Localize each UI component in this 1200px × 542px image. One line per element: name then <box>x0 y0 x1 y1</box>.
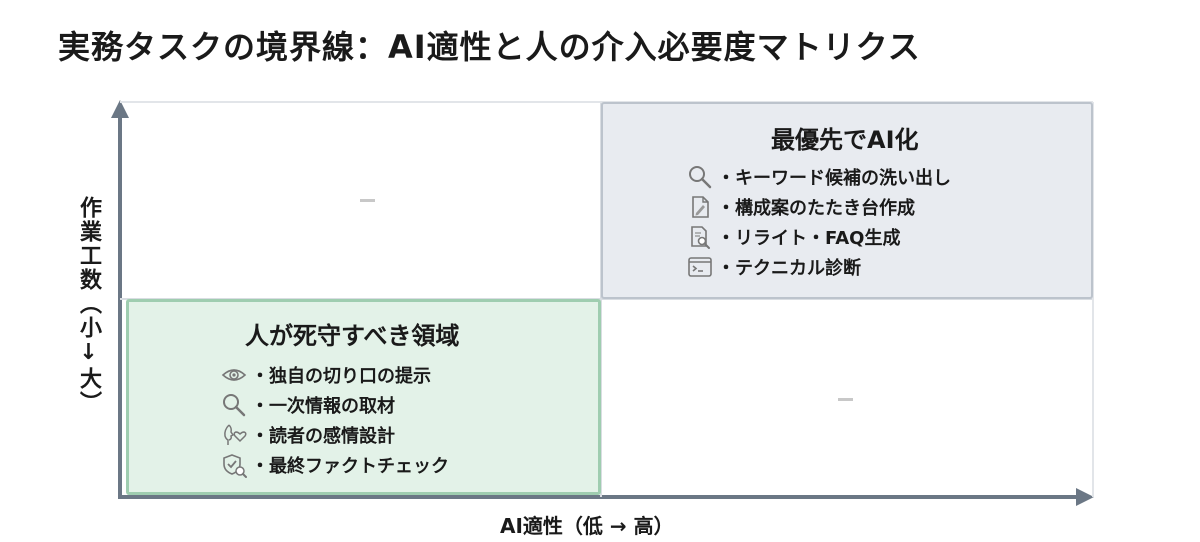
face-heart-icon <box>224 424 247 445</box>
y-axis-arrowhead <box>111 100 129 118</box>
task-item: ・リライト・FAQ生成 <box>687 222 951 252</box>
task-item: ・テクニカル診断 <box>687 252 951 282</box>
magnifier-icon <box>689 166 712 189</box>
task-label: ・リライト・FAQ生成 <box>717 228 901 249</box>
document-search-icon <box>691 226 710 249</box>
quadrant-human-critical: 人が死守すべき領域 ・独自の切り口の提示 ・一次情報の取材 ・読者の感情設計 <box>126 299 601 495</box>
x-axis-arrowhead <box>1076 488 1094 506</box>
task-label: ・テクニカル診断 <box>717 258 861 279</box>
task-label: ・キーワード候補の洗い出し <box>717 168 951 189</box>
quadrant-title: 最優先でAI化 <box>771 126 919 154</box>
eye-icon <box>221 369 247 381</box>
task-label: ・最終ファクトチェック <box>251 456 449 477</box>
task-item: ・独自の切り口の提示 <box>221 360 449 390</box>
task-label: ・独自の切り口の提示 <box>251 366 431 387</box>
task-item: ・読者の感情設計 <box>221 420 449 450</box>
task-list: ・独自の切り口の提示 ・一次情報の取材 ・読者の感情設計 <box>221 360 449 480</box>
task-label: ・一次情報の取材 <box>251 396 395 417</box>
task-item: ・構成案のたたき台作成 <box>687 192 951 222</box>
diagram-title: 実務タスクの境界線：AI適性と人の介入必要度マトリクス <box>58 28 921 66</box>
quadrant-ai-priority: 最優先でAI化 ・キーワード候補の洗い出し ・構成案のたたき台作成 <box>601 102 1093 299</box>
empty-quadrant-marker-top-left <box>360 199 375 202</box>
task-label: ・読者の感情設計 <box>251 426 395 447</box>
task-item: ・最終ファクトチェック <box>221 450 449 480</box>
empty-quadrant-marker-bottom-right <box>838 398 853 401</box>
terminal-icon <box>688 257 712 277</box>
task-list: ・キーワード候補の洗い出し ・構成案のたたき台作成 ・リライト・FAQ生成 <box>687 162 951 282</box>
quadrant-title: 人が死守すべき領域 <box>245 322 460 350</box>
task-item: ・キーワード候補の洗い出し <box>687 162 951 192</box>
task-label: ・構成案のたたき台作成 <box>717 198 915 219</box>
magnifier-icon <box>223 394 246 417</box>
y-axis-label: 作業工数（小↓大） <box>76 196 101 415</box>
document-edit-icon <box>692 196 709 218</box>
x-axis-label: AI適性（低 → 高） <box>500 514 674 538</box>
shield-check-icon <box>223 454 247 478</box>
task-item: ・一次情報の取材 <box>221 390 449 420</box>
